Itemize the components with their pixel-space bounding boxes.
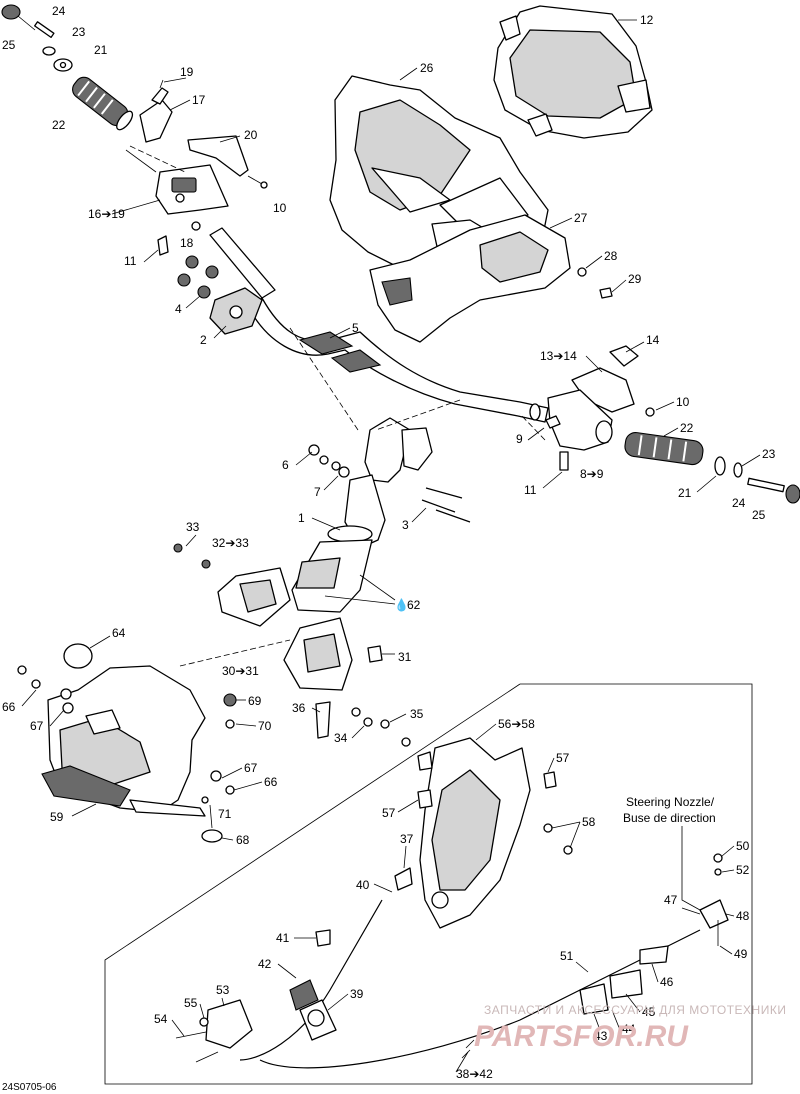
left-grip-assembly xyxy=(1,4,268,256)
callout-12: 12 xyxy=(640,13,654,27)
callout-66a: 66 xyxy=(2,700,16,714)
callout-30-31: 30➔31 xyxy=(222,664,259,678)
callout-18: 18 xyxy=(180,236,194,250)
callout-71: 71 xyxy=(218,807,232,821)
callout-45: 45 xyxy=(642,1005,656,1019)
callout-20: 20 xyxy=(244,128,258,142)
callout-10b: 10 xyxy=(676,395,690,409)
callout-19: 19 xyxy=(180,65,194,79)
callout-36: 36 xyxy=(292,701,306,715)
callout-27: 27 xyxy=(574,211,588,225)
callout-23a: 23 xyxy=(72,25,86,39)
callout-25b: 25 xyxy=(752,508,766,522)
callout-40: 40 xyxy=(356,878,370,892)
callout-29: 29 xyxy=(628,272,642,286)
callout-59: 59 xyxy=(50,810,64,824)
callout-24a: 24 xyxy=(52,4,66,18)
callout-14: 14 xyxy=(646,333,660,347)
callout-1: 1 xyxy=(298,511,305,525)
supports-30-32 xyxy=(173,543,411,747)
callout-21b: 21 xyxy=(678,486,692,500)
reference-lines xyxy=(129,145,546,667)
callout-11b: 11 xyxy=(524,483,537,497)
callout-67b: 67 xyxy=(244,761,258,775)
callout-35: 35 xyxy=(410,707,424,721)
callout-5: 5 xyxy=(352,321,359,335)
callout-3: 3 xyxy=(402,518,409,532)
callout-51: 51 xyxy=(560,949,574,963)
steering-column-1 xyxy=(291,417,471,613)
callout-66b: 66 xyxy=(264,775,278,789)
callout-4: 4 xyxy=(175,302,182,316)
callout-48: 48 xyxy=(736,909,750,923)
callout-44: 44 xyxy=(622,1022,636,1036)
watermark-text: ЗАПЧАСТИ И АКСЕССУАРЫ ДЛЯ МОТОТЕХНИКИ xyxy=(484,1003,786,1017)
cover-12 xyxy=(493,5,653,139)
callout-64: 64 xyxy=(112,626,126,640)
callout-55: 55 xyxy=(184,996,198,1010)
nozzle-inset-panel xyxy=(104,683,753,1085)
pump-housing-59 xyxy=(17,643,237,843)
callout-31: 31 xyxy=(398,650,412,664)
callout-38-42: 38➔42 xyxy=(456,1067,493,1081)
callout-47: 47 xyxy=(664,893,678,907)
callout-34: 34 xyxy=(334,731,348,745)
callout-10a: 10 xyxy=(273,201,287,215)
callout-28: 28 xyxy=(604,249,618,263)
callout-50: 50 xyxy=(736,839,750,853)
callout-49: 49 xyxy=(734,947,748,961)
callout-46: 46 xyxy=(660,975,674,989)
callout-42: 42 xyxy=(258,957,272,971)
callout-37: 37 xyxy=(400,832,414,846)
callout-33: 33 xyxy=(186,520,200,534)
callout-32-33: 32➔33 xyxy=(212,536,249,550)
callout-52: 52 xyxy=(736,863,750,877)
callout-11a: 11 xyxy=(124,254,137,268)
callout-54: 54 xyxy=(154,1012,168,1026)
callout-43: 43 xyxy=(594,1029,608,1043)
callout-67a: 67 xyxy=(30,719,44,733)
callout-57a: 57 xyxy=(382,806,396,820)
nuts-4 xyxy=(177,255,219,299)
callout-21a: 21 xyxy=(94,43,108,57)
callout-13-14: 13➔14 xyxy=(540,349,577,363)
callout-70: 70 xyxy=(258,719,272,733)
callout-24b: 24 xyxy=(732,496,746,510)
callout-23b: 23 xyxy=(762,447,776,461)
callout-57b: 57 xyxy=(556,751,570,765)
callout-labels: 24 25 23 21 22 19 17 20 10 16➔19 18 11 4… xyxy=(2,4,776,1081)
nozzle-title-line1: Steering Nozzle/ xyxy=(626,795,715,809)
handlebar xyxy=(209,227,549,423)
callout-58: 58 xyxy=(582,815,596,829)
lower-cover-27 xyxy=(369,214,613,343)
callout-69: 69 xyxy=(248,694,262,708)
callout-17: 17 xyxy=(192,93,206,107)
figure-code: 24S0705-06 xyxy=(2,1082,57,1093)
callout-8-9: 8➔9 xyxy=(580,467,604,481)
callout-9: 9 xyxy=(516,432,523,446)
leader-lines xyxy=(21,19,761,1073)
nozzle-title-line2: Buse de direction xyxy=(623,811,716,825)
callout-7: 7 xyxy=(314,485,321,499)
watermark-logo: PARTSFOR.RU xyxy=(474,1020,689,1053)
oil-drop-glyph: 💧 xyxy=(394,598,409,612)
callout-6: 6 xyxy=(282,458,289,472)
callout-2: 2 xyxy=(200,333,207,347)
callout-26: 26 xyxy=(420,61,434,75)
callout-16-19: 16➔19 xyxy=(88,207,125,221)
callout-39: 39 xyxy=(350,987,364,1001)
callout-41: 41 xyxy=(276,931,290,945)
callout-56-58: 56➔58 xyxy=(498,717,535,731)
callout-53: 53 xyxy=(216,983,230,997)
callout-22b: 22 xyxy=(680,421,694,435)
right-grip-assembly xyxy=(545,345,800,504)
callout-25a: 25 xyxy=(2,38,16,52)
callout-62: 62 xyxy=(407,598,421,612)
callout-22a: 22 xyxy=(52,118,66,132)
callout-68: 68 xyxy=(236,833,250,847)
